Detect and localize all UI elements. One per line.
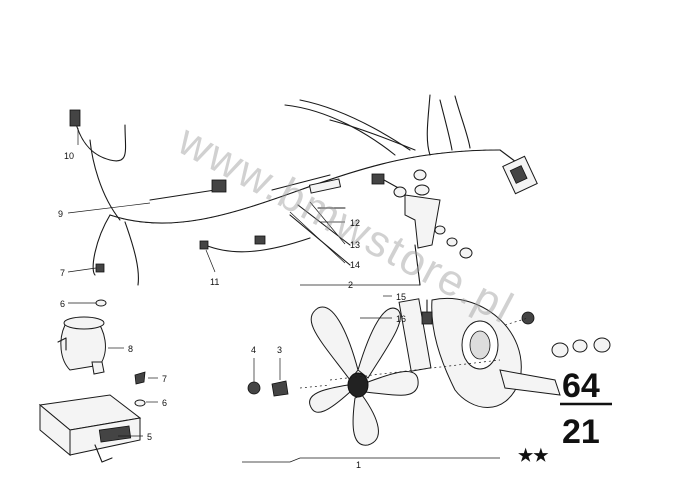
wire-terminal <box>69 109 127 162</box>
callout-9: 9 <box>58 209 63 219</box>
fan-shroud <box>431 298 561 408</box>
relay <box>57 316 106 375</box>
bolt-washer-set <box>371 169 473 259</box>
callout-7-lower: 7 <box>162 374 167 384</box>
screw-washer-upper <box>95 263 107 307</box>
callout-2: 2 <box>348 280 353 290</box>
cable-tie <box>149 179 227 201</box>
callout-7-upper: 7 <box>60 268 65 278</box>
screw-washer-lower <box>134 371 146 407</box>
callout-15: 15 <box>396 292 406 302</box>
callout-12: 12 <box>350 218 360 228</box>
mount-hardware-right <box>504 311 611 358</box>
section-subgroup: 21 <box>562 413 600 451</box>
callout-8: 8 <box>128 344 133 354</box>
callout-3: 3 <box>277 345 282 355</box>
control-unit <box>38 394 142 463</box>
watermark: www.bmwstore.pl <box>169 115 522 334</box>
section-group: 64 <box>562 367 600 405</box>
callout-10: 10 <box>64 151 74 161</box>
callout-13: 13 <box>350 240 360 250</box>
bolt-16 <box>421 299 433 325</box>
fan-bracket <box>404 194 441 286</box>
leader-lines <box>67 128 500 463</box>
wiring-harness <box>89 94 538 286</box>
callout-4: 4 <box>251 345 256 355</box>
callout-6-lower: 6 <box>162 398 167 408</box>
callout-11: 11 <box>210 277 219 287</box>
fan-blade <box>309 306 419 446</box>
fan-motor <box>299 298 501 389</box>
callout-16: 16 <box>396 314 406 324</box>
callout-1: 1 <box>356 460 361 470</box>
callout-5: 5 <box>147 432 152 442</box>
callout-labels: 10 9 7 6 8 11 12 13 14 2 15 16 4 3 7 6 5… <box>58 151 406 470</box>
callout-14: 14 <box>350 260 360 270</box>
section-number: 64 21 ★★ <box>518 367 612 465</box>
sensor-wire <box>199 235 311 253</box>
callout-6-upper: 6 <box>60 299 65 309</box>
section-marker: ★★ <box>518 446 549 465</box>
hardware-3-4 <box>247 380 289 397</box>
